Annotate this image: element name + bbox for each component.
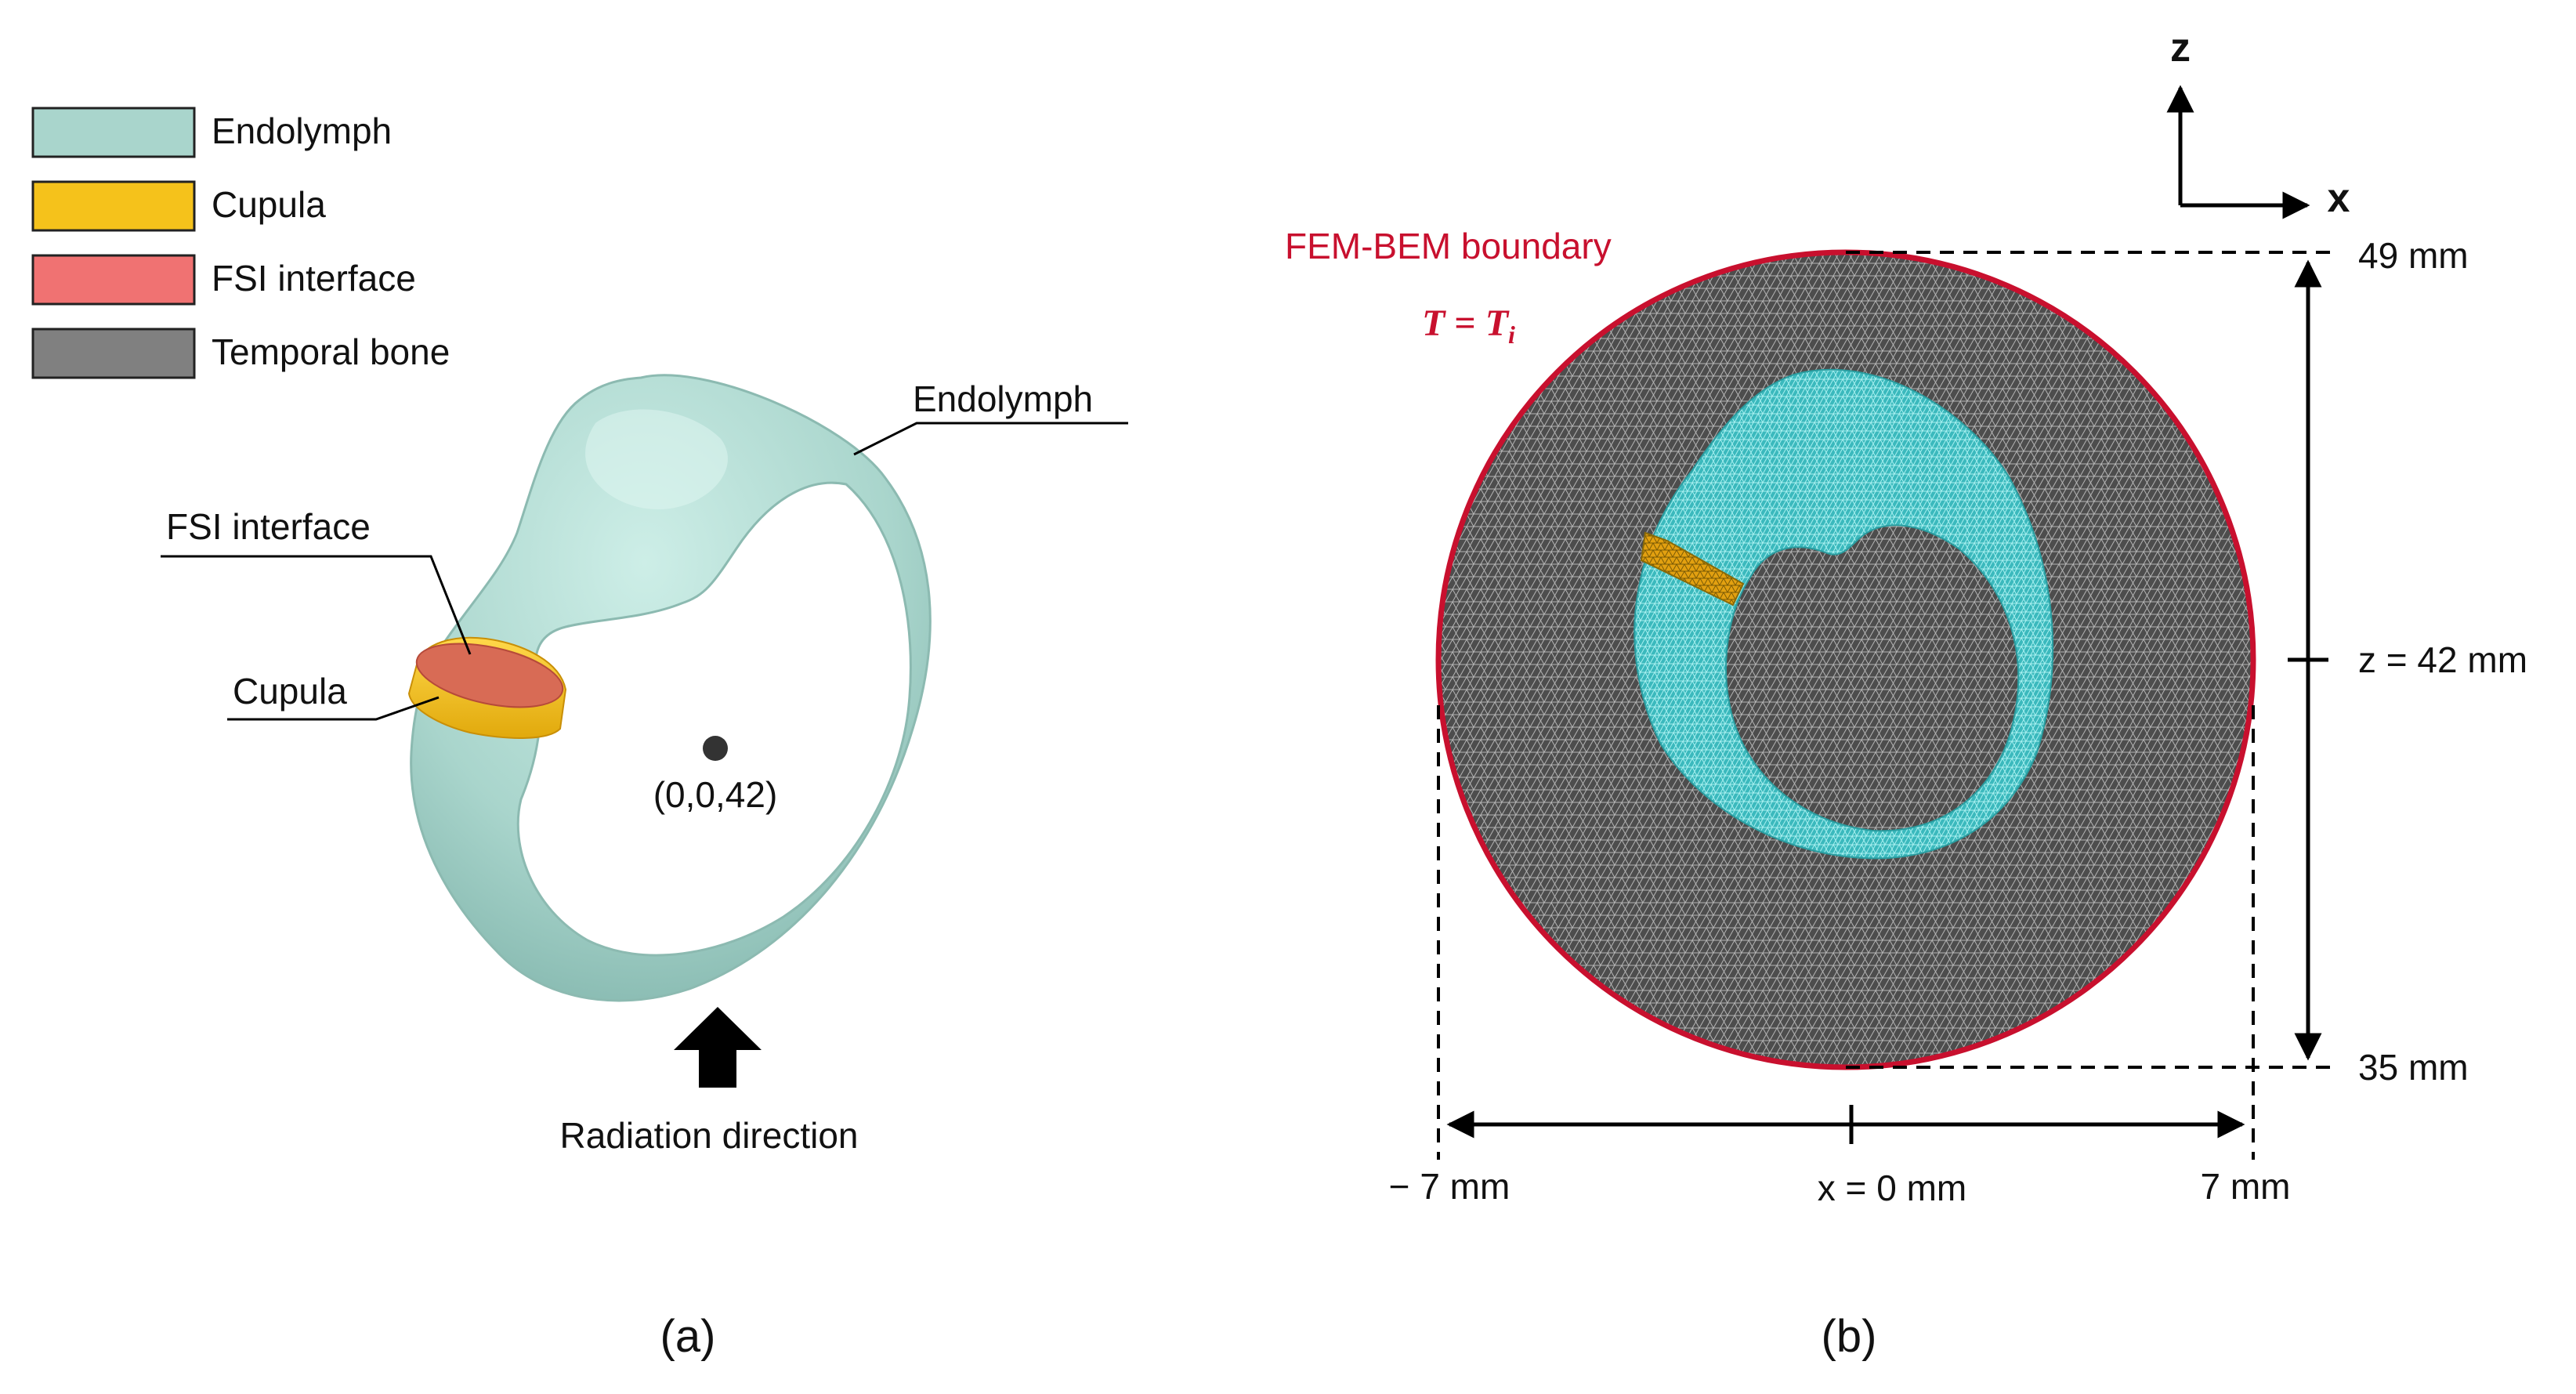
legend-swatch-cupula <box>31 180 196 232</box>
label-center-point: (0,0,42) <box>653 774 778 815</box>
cupula-mesh <box>1640 531 1745 606</box>
label-fem-bem-boundary: FEM-BEM boundary <box>1285 226 1612 266</box>
condition-T: T <box>1422 302 1446 344</box>
label-fsi-interface: FSI interface <box>166 506 371 547</box>
legend-swatch-endolymph <box>31 107 196 158</box>
legend-label-endolymph: Endolymph <box>212 110 392 151</box>
legend-item-fsi-interface: FSI interface <box>31 254 416 306</box>
radiation-arrow-icon <box>674 1007 762 1088</box>
label-z-bottom: 35 mm <box>2358 1047 2469 1088</box>
condition-subscript: i <box>1508 320 1515 349</box>
center-point-marker <box>703 736 728 761</box>
fsi-interface-shape <box>415 643 564 708</box>
condition-equals: = <box>1445 302 1485 344</box>
label-cupula: Cupula <box>233 671 347 711</box>
legend-item-cupula: Cupula <box>31 180 326 232</box>
endolymph-highlight <box>585 409 728 509</box>
axis-label-z: z <box>2170 25 2191 71</box>
leader-line-endolymph <box>853 422 1128 456</box>
legend-swatch-fsi-interface <box>31 254 196 306</box>
axis-label-x: x <box>2328 176 2350 221</box>
legend: Endolymph Cupula FSI interface Temporal … <box>31 107 450 379</box>
legend-item-endolymph: Endolymph <box>31 107 392 158</box>
label-radiation-direction: Radiation direction <box>559 1115 858 1156</box>
panel-b: z x FEM-BEM boundary T = Ti 49 mm z = 42… <box>1285 25 2527 1362</box>
label-z-mid: z = 42 mm <box>2358 639 2527 680</box>
temporal-bone-mesh <box>1438 252 2253 1067</box>
legend-swatch-temporal-bone <box>31 328 196 379</box>
panel-a: Endolymph FSI interface Cupula (0,0,42) … <box>161 374 1128 1362</box>
legend-label-fsi-interface: FSI interface <box>212 258 416 299</box>
label-x-right: 7 mm <box>2201 1166 2291 1207</box>
endolymph-canal-shape <box>410 374 932 1002</box>
label-endolymph: Endolymph <box>913 378 1093 419</box>
label-x-left: − 7 mm <box>1389 1166 1511 1207</box>
endolymph-mesh <box>1634 368 2054 860</box>
caption-a: (a) <box>660 1311 716 1362</box>
axis-gizmo: z x <box>2166 25 2350 221</box>
label-boundary-condition: T = Ti <box>1422 302 1515 349</box>
condition-Ti: T <box>1485 302 1510 344</box>
label-z-top: 49 mm <box>2358 235 2469 276</box>
leader-line-fsi <box>161 555 472 655</box>
legend-label-cupula: Cupula <box>212 184 326 225</box>
legend-label-temporal-bone: Temporal bone <box>212 331 450 372</box>
leader-line-cupula <box>227 696 440 721</box>
label-x-mid: x = 0 mm <box>1818 1168 1966 1208</box>
legend-item-temporal-bone: Temporal bone <box>31 328 450 379</box>
caption-b: (b) <box>1822 1311 1877 1362</box>
